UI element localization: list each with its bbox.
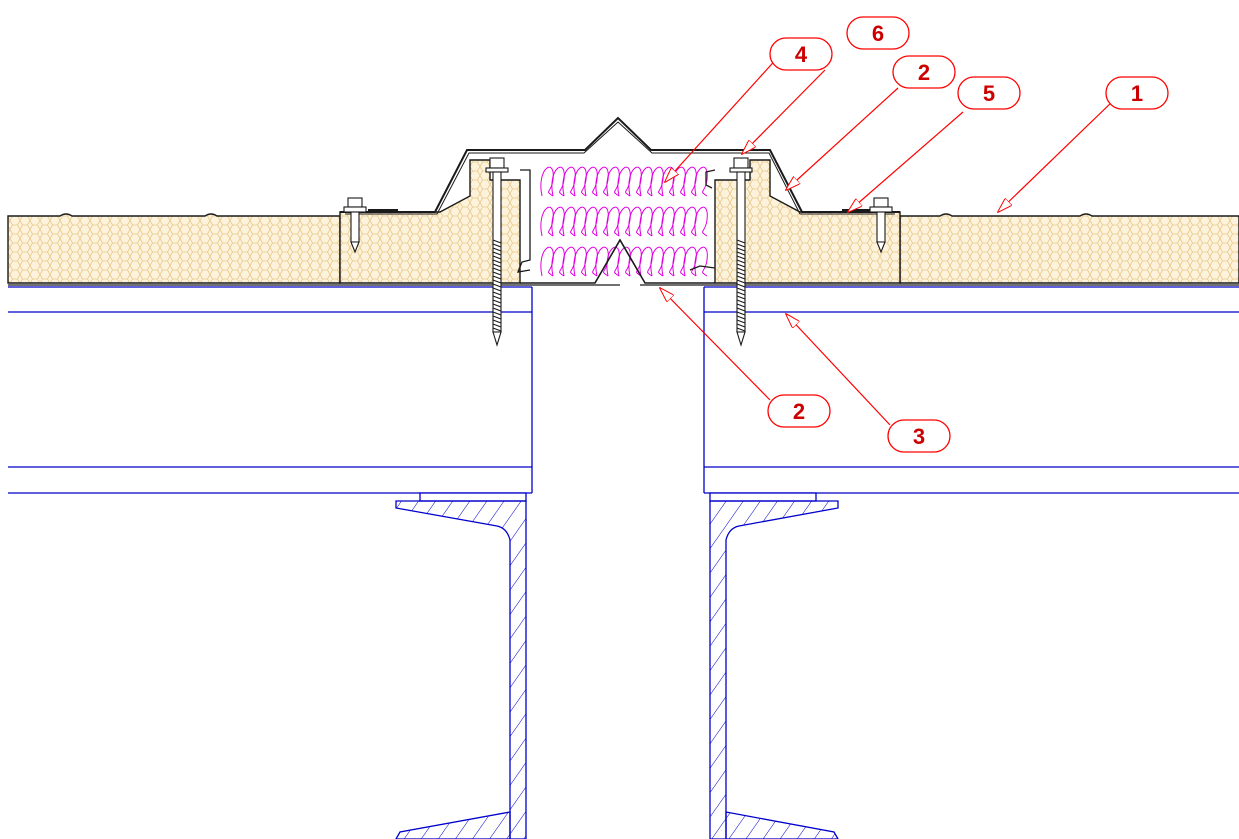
short-screw-left [343, 197, 367, 254]
svg-text:1: 1 [1131, 81, 1143, 106]
callout-2-top: 2 [892, 55, 956, 89]
z-clip-right [689, 169, 716, 271]
sandwich-panel-right [899, 213, 1239, 284]
svg-text:5: 5 [983, 81, 995, 106]
sealing-tape-right [842, 209, 870, 213]
z-clip-left [516, 169, 531, 273]
callout-leaders [660, 54, 1115, 426]
steel-channel-left [395, 492, 527, 839]
svg-text:2: 2 [793, 399, 805, 424]
callout-3: 3 [887, 419, 951, 453]
long-screw-right [729, 157, 753, 347]
svg-text:2: 2 [918, 60, 930, 85]
svg-text:3: 3 [913, 424, 925, 449]
callout-2-bottom: 2 [767, 394, 831, 428]
sandwich-panel-left [7, 213, 341, 284]
callout-4: 4 [769, 37, 833, 71]
steel-purlin-left [8, 286, 533, 494]
svg-text:6: 6 [872, 21, 884, 46]
inner-flashing [520, 238, 715, 284]
callout-6: 6 [846, 16, 910, 50]
callout-1: 1 [1105, 76, 1169, 110]
steel-purlin-right [703, 286, 1239, 494]
mineral-wool-core [538, 152, 708, 282]
sealing-tape-left [368, 209, 398, 213]
ridge-cap-flashing-inner [345, 121, 895, 215]
callout-5: 5 [957, 76, 1021, 110]
long-screw-left [485, 157, 509, 347]
svg-text:4: 4 [795, 42, 808, 67]
steel-channel-right [709, 492, 839, 839]
